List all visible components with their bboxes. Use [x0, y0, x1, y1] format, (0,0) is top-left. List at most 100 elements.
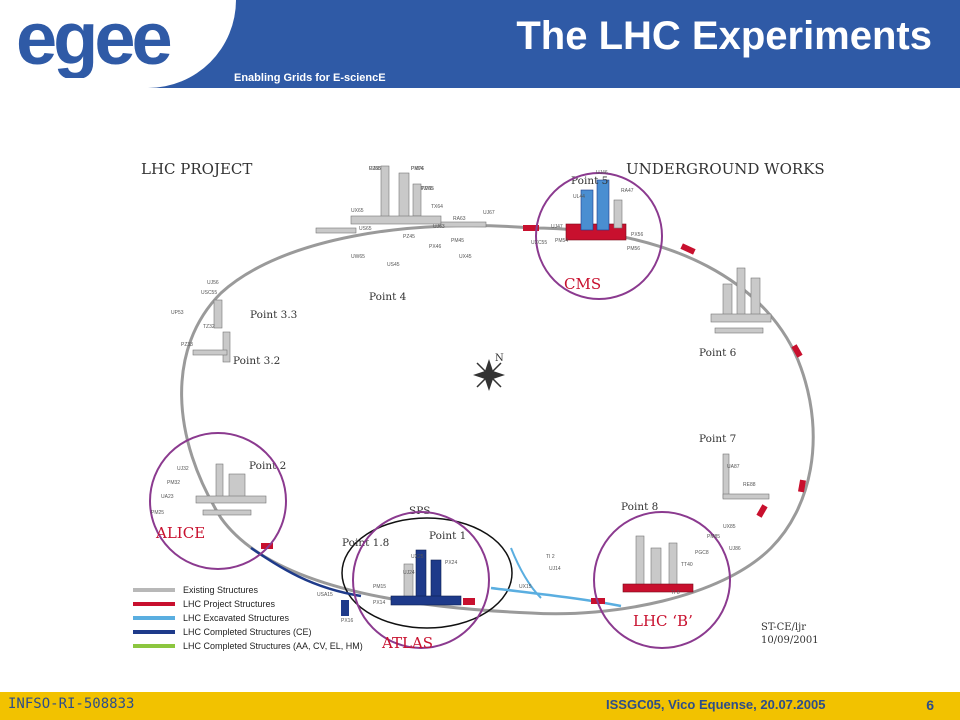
circle-lhcb: [593, 511, 731, 649]
structure-label-pm65: PM65: [421, 186, 434, 192]
structure-label-pgc8: PGC8: [695, 550, 709, 556]
tagline: Enabling Grids for E-sciencE: [234, 72, 386, 84]
transfer-tunnel-ti8: [490, 586, 622, 608]
legend-swatch-3: [133, 630, 175, 634]
structure-label-uj86: UJ86: [729, 546, 741, 552]
experiment-label-alice: ALICE: [155, 524, 205, 542]
structure-label-ti-2: TI 2: [546, 554, 555, 560]
compass-rose-icon: N: [473, 353, 505, 391]
point5-label: Point 5: [571, 175, 608, 187]
structure-label-pz65: PZ65: [369, 166, 381, 172]
legend-label-4: LHC Completed Structures (AA, CV, EL, HM…: [183, 641, 363, 651]
shaft-pz33: [213, 299, 223, 329]
structure-label-uj56: UJ56: [207, 280, 219, 286]
circle-alice: [149, 432, 287, 570]
point33-label: Point 3.3: [250, 309, 297, 321]
structure-label-pm25: PM25: [151, 510, 164, 516]
cavern-ux15: [390, 595, 462, 606]
experiment-label-cms: CMS: [564, 275, 601, 293]
signature-line2: 10/09/2001: [761, 635, 819, 646]
shaft-pm45: [412, 183, 422, 217]
logo-wordmark: egee: [16, 2, 171, 78]
shaft-px56: [596, 179, 610, 231]
structure-label-us45: US45: [387, 262, 400, 268]
shaft-pm76: [722, 453, 730, 499]
point6-label: Point 6: [699, 347, 737, 359]
red-segment-e: [756, 504, 768, 518]
red-segment-a: [523, 225, 539, 231]
circle-atlas: [352, 511, 490, 649]
structure-label-pz45: PZ45: [403, 234, 415, 240]
point5-structures: [565, 179, 627, 241]
sps-ring: [341, 517, 513, 629]
sps-label: SPS: [409, 505, 430, 517]
cavern-uj14: [463, 598, 475, 605]
structure-label-px14: PX14: [373, 600, 385, 606]
structure-label-px56: PX56: [631, 232, 643, 238]
structure-label-up53: UP53: [171, 310, 184, 316]
gallery-uj24: [202, 509, 252, 516]
structure-label-uj14: UJ14: [549, 566, 561, 572]
structure-label-uj67: UJ67: [483, 210, 495, 216]
legend-item-2: LHC Excavated Structures: [133, 613, 290, 623]
structure-label-ua23: UA23: [161, 494, 174, 500]
lhc-ring: [180, 224, 815, 616]
footer-event: ISSGC05, Vico Equense, 20.07.2005: [606, 697, 826, 712]
structure-label-uw65: UW65: [351, 254, 365, 260]
gallery-uj43: [315, 227, 357, 234]
structure-label-pm32: PM32: [167, 480, 180, 486]
point32-label: Point 3.2: [233, 355, 280, 367]
point6-structures: [710, 267, 772, 334]
point7-label: Point 7: [699, 433, 736, 445]
structure-label-px64: PX64: [411, 166, 423, 172]
point4-structures: [315, 165, 487, 234]
point7-structures: [722, 453, 770, 500]
point4-label: Point 4: [369, 291, 407, 303]
legend-swatch-0: [133, 588, 175, 592]
structure-label-tz32: TZ32: [203, 324, 215, 330]
shaft-pm32: [222, 331, 231, 363]
point8-structures: [622, 535, 694, 593]
structure-label-pm54: PM54: [555, 238, 568, 244]
shaft-pm56: [613, 199, 623, 229]
structure-label-ra63: RA63: [453, 216, 466, 222]
structure-label-ux85: UX85: [723, 524, 736, 530]
legend-label-3: LHC Completed Structures (CE): [183, 627, 312, 637]
point1-structures: [341, 549, 475, 616]
structure-label-ux65: UX65: [351, 208, 364, 214]
structure-label-ul44: UL44: [573, 194, 585, 200]
page-title: The LHC Experiments: [516, 14, 932, 58]
structure-label-pz33: PZ33: [181, 342, 193, 348]
lhc-map-figure: SPS Point 4: [111, 118, 866, 703]
legend-swatch-1: [133, 602, 175, 606]
shaft-pm54: [580, 189, 594, 231]
shaft-pz85: [668, 542, 678, 588]
structure-label-tz76: TZ76: [421, 186, 433, 192]
logo-panel: egee: [0, 0, 236, 88]
shaft-ti2: [341, 600, 349, 616]
legend-item-0: Existing Structures: [133, 585, 259, 595]
structure-label-uxc55: UXC55: [531, 240, 547, 246]
shaft-pm25: [215, 463, 224, 501]
experiment-circles: [149, 172, 731, 649]
structure-label-ux25: UX25: [411, 554, 424, 560]
point2-label: Point 2: [249, 460, 286, 472]
point3-structures: [192, 299, 231, 363]
cavern-ux25: [195, 495, 267, 504]
footer-bar: [0, 692, 960, 720]
cavern-ux65: [710, 313, 772, 323]
structure-label-uj63: UJ63: [433, 224, 445, 230]
legend-label-1: LHC Project Structures: [183, 599, 276, 609]
map-background: [111, 118, 866, 703]
structure-label-pm56: PM56: [627, 246, 640, 252]
transfer-tunnel-tt40: [510, 547, 542, 599]
point1-label: Point 1: [429, 530, 466, 542]
structure-label-pm15: PM15: [373, 584, 386, 590]
structure-label-px46: PX46: [429, 244, 441, 250]
gallery-tz76: [722, 493, 770, 500]
footer-project-id: INFSO-RI-508833: [8, 696, 135, 712]
cavern-ux85: [622, 583, 694, 593]
structure-label-ux45: UX45: [459, 254, 472, 260]
legend: Existing Structures LHC Project Structur…: [133, 585, 363, 651]
